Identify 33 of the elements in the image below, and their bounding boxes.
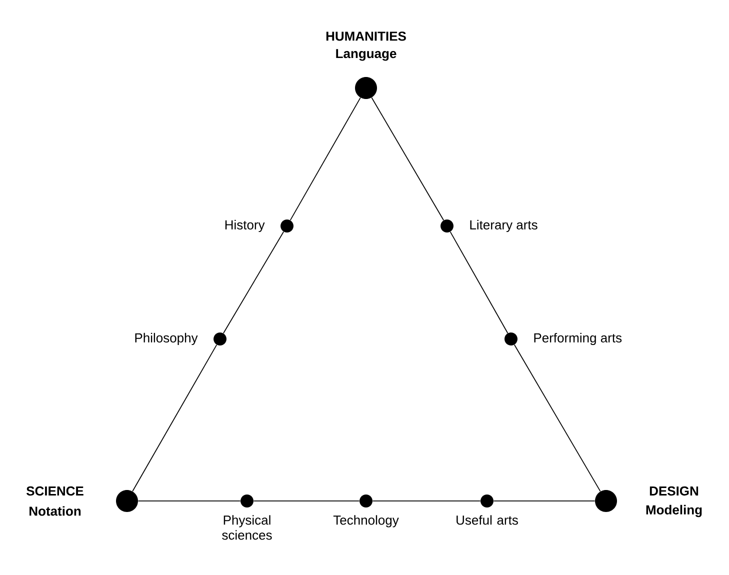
corner-label: SCIENCE — [26, 486, 84, 496]
point-label: Performing arts — [534, 332, 622, 346]
line — [371, 97, 444, 221]
line — [253, 500, 360, 502]
dot — [440, 219, 454, 232]
line — [290, 97, 361, 221]
point-label: History — [225, 220, 265, 232]
dot — [240, 494, 254, 508]
line — [372, 500, 481, 502]
dot — [355, 77, 377, 99]
point-label: Technology — [333, 515, 399, 528]
dot — [214, 332, 226, 346]
corner-label: HUMANITIES — [326, 32, 406, 41]
point-label: Useful arts — [456, 515, 518, 525]
line — [450, 231, 508, 334]
corner-label: Modeling — [646, 504, 702, 518]
point-label: Physical sciences — [222, 515, 272, 540]
corner-label: Language — [336, 49, 396, 61]
line — [222, 231, 284, 334]
line — [138, 500, 241, 502]
dot — [480, 494, 494, 508]
dot — [360, 494, 372, 508]
corner-label: DESIGN — [650, 486, 698, 496]
point-label: Literary arts — [470, 220, 538, 232]
line — [493, 500, 596, 502]
dot — [280, 219, 294, 232]
corner-label: Notation — [30, 506, 81, 516]
dot — [504, 332, 518, 346]
line — [514, 344, 601, 492]
point-label: Philosophy — [135, 332, 198, 346]
line — [132, 344, 218, 492]
dot — [595, 490, 617, 512]
dot — [116, 490, 138, 512]
